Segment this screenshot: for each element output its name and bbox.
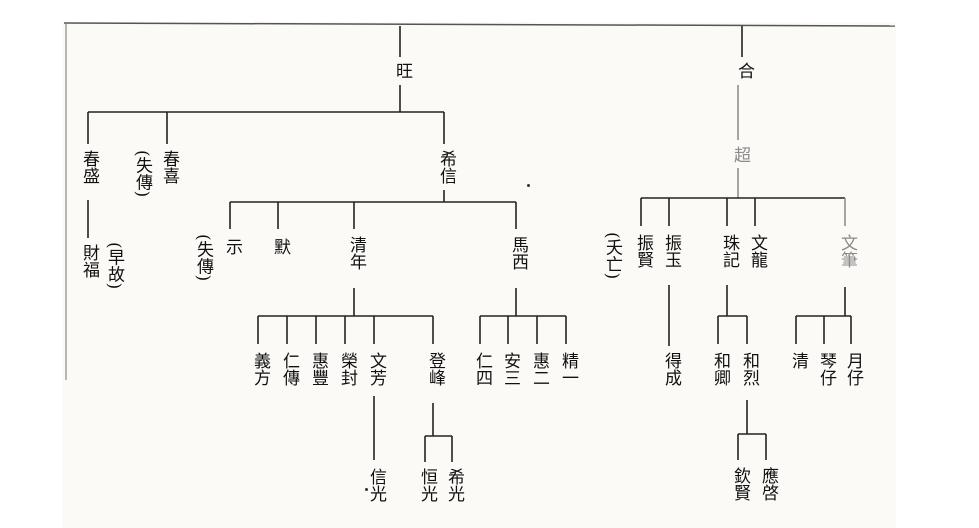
person-wenlong: 文龍 <box>747 234 767 268</box>
person-qingnian: 清年 <box>346 236 366 270</box>
person-wang: 旺 <box>392 62 412 79</box>
note-zaogu: (早故) <box>104 242 124 290</box>
person-yifang: 義方 <box>250 352 270 386</box>
person-decheng: 得成 <box>661 352 681 386</box>
person-helie: 和烈 <box>739 352 759 386</box>
person-jingyi: 精一 <box>558 352 578 386</box>
note-shichuan-shi: (失傳) <box>193 234 213 282</box>
person-xiguang: 希光 <box>444 468 464 502</box>
person-chao: 超 <box>730 146 750 163</box>
person-maxi: 馬西 <box>508 236 528 270</box>
person-huier: 惠二 <box>529 352 549 386</box>
person-yingqi: 應啓 <box>758 467 778 501</box>
ink-speck <box>365 488 368 491</box>
person-shi: 示 <box>222 238 242 255</box>
person-huifeng: 惠豐 <box>308 352 328 386</box>
person-zhenyu: 振玉 <box>661 234 681 268</box>
person-xinguang: 信光 <box>366 468 386 502</box>
person-caifu: 財福 <box>79 244 99 278</box>
person-wenbi: 文筆 <box>837 234 857 268</box>
person-renchuan: 仁傳 <box>279 352 299 386</box>
note-shichuan-chunxi: (失傳) <box>132 150 152 198</box>
person-hengguang: 恒光 <box>417 468 437 502</box>
person-he: 合 <box>734 62 754 79</box>
note-yaowang: (夭亡) <box>602 232 622 280</box>
person-xixin: 希信 <box>436 150 456 184</box>
person-dengfeng: 登峰 <box>425 352 445 386</box>
person-qing: 清 <box>788 352 808 369</box>
person-qinzai: 琴仔 <box>816 352 836 386</box>
person-mo: 默 <box>270 238 290 255</box>
person-qinxian: 欽賢 <box>730 467 750 501</box>
person-ansan: 安三 <box>500 352 520 386</box>
person-rongfeng: 榮封 <box>337 352 357 386</box>
person-yuezai: 月仔 <box>843 352 863 386</box>
person-wenfang: 文芳 <box>366 352 386 386</box>
ink-speck <box>527 184 530 187</box>
person-chunsheng: 春盛 <box>79 150 99 184</box>
person-zhenxian: 振賢 <box>633 234 653 268</box>
paper-page <box>62 22 896 528</box>
person-chunxi: 春喜 <box>159 150 179 184</box>
page-top-edge <box>63 22 896 27</box>
person-hexiang: 和卿 <box>710 352 730 386</box>
person-zhuji: 珠記 <box>719 234 739 268</box>
person-rensi: 仁四 <box>472 352 492 386</box>
